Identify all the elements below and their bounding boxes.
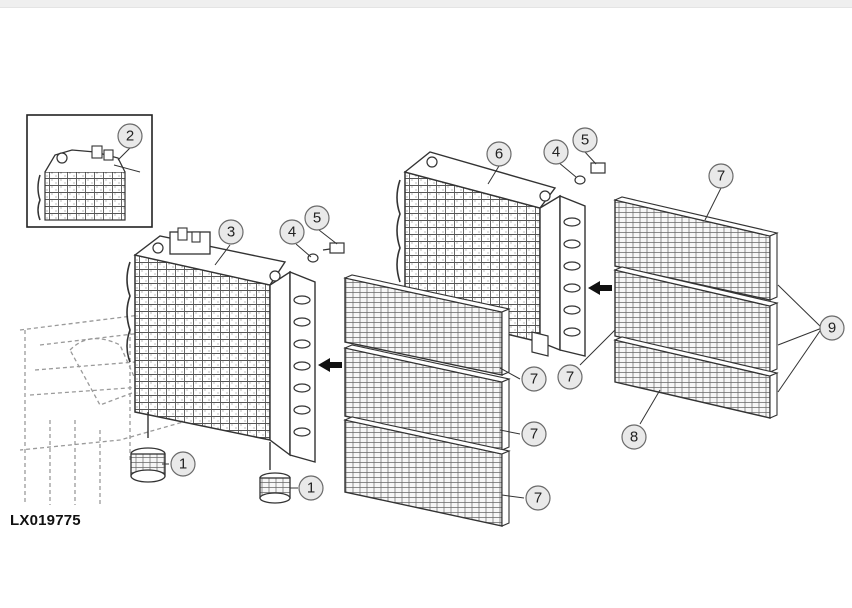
left-radiator-core bbox=[126, 227, 316, 470]
figure-code: LX019775 bbox=[10, 512, 81, 529]
callout-2: 2 bbox=[117, 123, 143, 149]
callout-7-middle-bottom: 7 bbox=[525, 485, 551, 511]
rubber-mount-right bbox=[259, 472, 291, 504]
svg-text:6: 6 bbox=[495, 146, 503, 163]
svg-text:2: 2 bbox=[126, 128, 134, 145]
callout-9: 9 bbox=[819, 315, 845, 341]
leader-lines bbox=[117, 147, 823, 499]
svg-text:3: 3 bbox=[227, 224, 235, 241]
left-washer-bolt bbox=[307, 242, 345, 263]
inset-detail bbox=[26, 114, 153, 228]
callout-7-middle-center: 7 bbox=[521, 421, 547, 447]
callout-1-left: 1 bbox=[170, 451, 196, 477]
right-screen-middle bbox=[613, 266, 779, 373]
callout-4-right: 4 bbox=[543, 139, 569, 165]
right-screen-bottom bbox=[613, 336, 779, 419]
svg-text:7: 7 bbox=[530, 371, 538, 388]
callout-7-middle-top: 7 bbox=[521, 366, 547, 392]
svg-text:1: 1 bbox=[307, 480, 315, 497]
svg-text:7: 7 bbox=[566, 369, 574, 386]
svg-text:7: 7 bbox=[717, 168, 725, 185]
callout-6: 6 bbox=[486, 141, 512, 167]
callout-7-right-middle: 7 bbox=[557, 364, 583, 390]
machine-frame-outline bbox=[19, 314, 191, 505]
callout-5-right: 5 bbox=[572, 127, 598, 153]
top-bar bbox=[0, 0, 852, 8]
callout-3: 3 bbox=[218, 219, 244, 245]
callout-7-top-right: 7 bbox=[708, 163, 734, 189]
right-washer-bolt bbox=[574, 162, 606, 185]
svg-text:7: 7 bbox=[530, 426, 538, 443]
svg-text:5: 5 bbox=[313, 210, 321, 227]
callout-5-left: 5 bbox=[304, 205, 330, 231]
rubber-mount-left bbox=[130, 447, 166, 483]
middle-screen-bottom bbox=[343, 416, 511, 527]
svg-text:7: 7 bbox=[534, 490, 542, 507]
svg-text:8: 8 bbox=[630, 429, 638, 446]
svg-text:1: 1 bbox=[179, 456, 187, 473]
svg-text:4: 4 bbox=[288, 224, 296, 241]
direction-arrow-left bbox=[318, 358, 342, 372]
callout-8: 8 bbox=[621, 424, 647, 450]
svg-text:9: 9 bbox=[828, 320, 836, 337]
svg-text:4: 4 bbox=[552, 144, 560, 161]
direction-arrow-right bbox=[588, 281, 612, 295]
svg-text:5: 5 bbox=[581, 132, 589, 149]
middle-screen-top bbox=[343, 274, 511, 376]
callout-4-left: 4 bbox=[279, 219, 305, 245]
right-screen-top bbox=[613, 196, 779, 301]
callout-1-right: 1 bbox=[298, 475, 324, 501]
